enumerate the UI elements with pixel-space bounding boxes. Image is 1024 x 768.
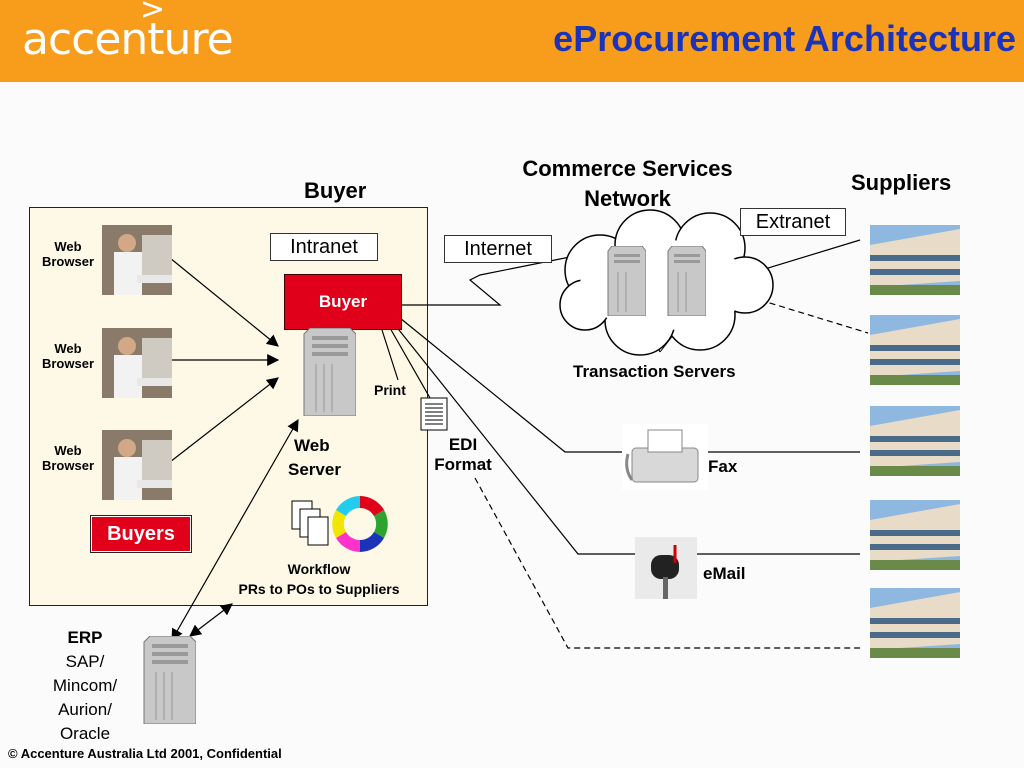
erp-line2: Mincom/ bbox=[52, 676, 118, 695]
user-at-computer-icon bbox=[102, 328, 172, 398]
web-browser-label-3: Web Browser bbox=[34, 443, 102, 473]
edi-format-label: EDI Format bbox=[425, 435, 501, 475]
csn-heading-line2: Network bbox=[584, 186, 671, 211]
supplier2-dashed bbox=[759, 299, 869, 334]
edi-line1: EDI bbox=[448, 435, 478, 454]
supplier-building-icon bbox=[870, 225, 960, 295]
buyer-heading: Buyer bbox=[304, 178, 367, 203]
web-browser-label-2: Web Browser bbox=[34, 341, 102, 371]
transaction-server-icon bbox=[667, 246, 706, 316]
suppliers-heading: Suppliers bbox=[851, 170, 952, 195]
supplier-building-icon bbox=[870, 406, 960, 476]
web-browser-3-line2: Browser bbox=[41, 458, 95, 473]
fax-machine-icon bbox=[622, 424, 708, 490]
web-browser-1-line1: Web bbox=[54, 239, 82, 254]
email-label: eMail bbox=[703, 564, 746, 583]
workflow-label: Workflow PRs to POs to Suppliers bbox=[205, 559, 433, 599]
extranet-label: Extranet bbox=[740, 208, 846, 236]
web-browser-2-line2: Browser bbox=[41, 356, 95, 371]
erp-workflow-link bbox=[189, 603, 233, 637]
user-at-computer-icon bbox=[102, 225, 172, 295]
web-browser-label-1: Web Browser bbox=[34, 239, 102, 269]
header-bar: accenture > eProcurement Architecture bbox=[0, 0, 1024, 82]
erp-line4: Oracle bbox=[59, 724, 111, 743]
transaction-server-icon bbox=[607, 246, 646, 316]
internet-label: Internet bbox=[444, 235, 552, 263]
erp-label: ERP SAP/ Mincom/ Aurion/ Oracle bbox=[40, 626, 130, 746]
footer-copyright: © Accenture Australia Ltd 2001, Confiden… bbox=[8, 746, 282, 761]
workflow-line1: Workflow bbox=[287, 561, 351, 577]
web-browser-2-line1: Web bbox=[54, 341, 82, 356]
intranet-label: Intranet bbox=[270, 233, 378, 261]
browser3-link bbox=[169, 377, 279, 463]
fax-link bbox=[399, 317, 860, 453]
workflow-line2: PRs to POs to Suppliers bbox=[238, 581, 400, 597]
erp-server-icon bbox=[143, 636, 196, 724]
web-browser-1-line2: Browser bbox=[41, 254, 95, 269]
edi-line2: Format bbox=[434, 455, 492, 474]
print-label: Print bbox=[374, 382, 406, 398]
buyers-box: Buyers bbox=[90, 515, 192, 553]
web-server-icon bbox=[303, 328, 356, 416]
web-browser-3-line1: Web bbox=[54, 443, 82, 458]
mailbox-icon bbox=[635, 537, 697, 599]
internet-link bbox=[400, 254, 581, 306]
csn-heading-line1: Commerce Services bbox=[522, 156, 733, 181]
web-server-line1: Web bbox=[294, 436, 330, 455]
logo-chevron-icon: > bbox=[140, 0, 166, 27]
supplier-building-icon bbox=[870, 315, 960, 385]
document-icon bbox=[420, 397, 448, 431]
edi-dashed-link bbox=[474, 477, 860, 649]
erp-line3: Aurion/ bbox=[58, 700, 112, 719]
buyer-box: Buyer bbox=[284, 274, 402, 330]
email-link bbox=[394, 324, 860, 555]
supplier-building-icon bbox=[870, 500, 960, 570]
erp-line1: SAP/ bbox=[65, 652, 105, 671]
browser1-link bbox=[169, 257, 279, 347]
supplier-building-icon bbox=[870, 588, 960, 658]
edi-link bbox=[389, 327, 431, 399]
web-server-line2: Server bbox=[288, 460, 341, 479]
user-at-computer-icon bbox=[102, 430, 172, 500]
transaction-servers-label: Transaction Servers bbox=[573, 362, 736, 381]
web-server-label: Web Server bbox=[288, 434, 341, 482]
workflow-cycle-icon bbox=[291, 496, 388, 552]
csn-heading: Commerce Services Network bbox=[500, 154, 755, 214]
fax-label: Fax bbox=[708, 457, 738, 476]
extranet-link bbox=[754, 239, 861, 273]
erp-title: ERP bbox=[67, 628, 103, 647]
page-title: eProcurement Architecture bbox=[553, 18, 1016, 59]
print-link bbox=[381, 329, 399, 381]
accenture-logo: accenture bbox=[22, 14, 234, 65]
